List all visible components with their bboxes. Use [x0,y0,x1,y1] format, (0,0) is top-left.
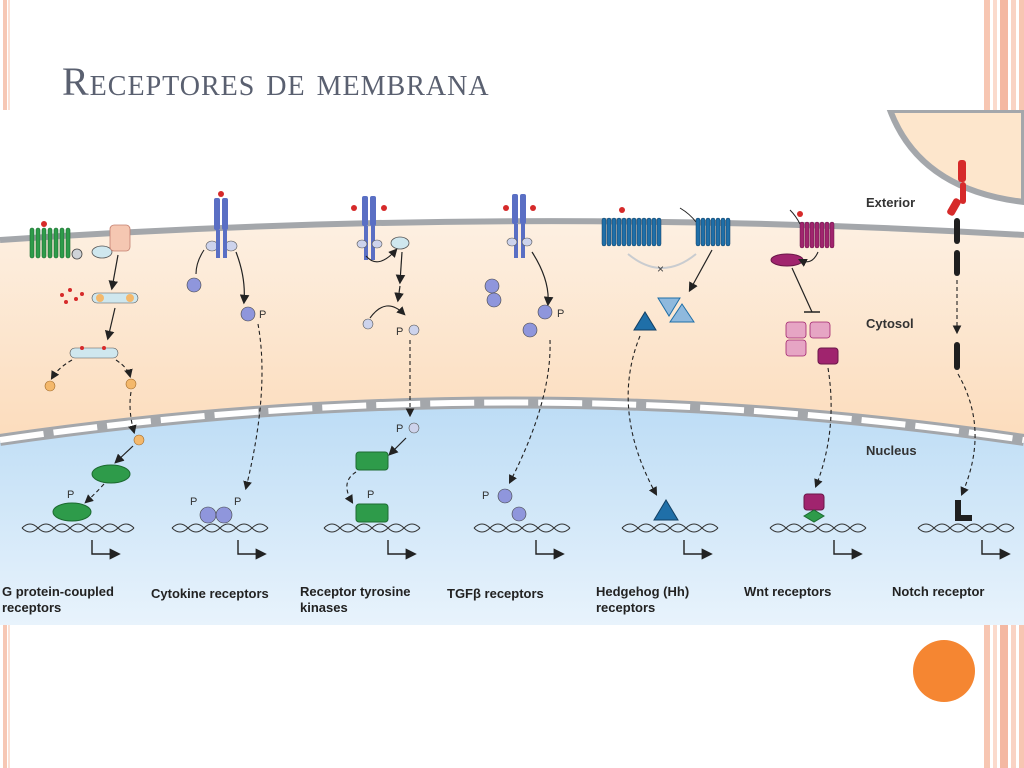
cytosol-region [0,221,1024,440]
pathway-wnt [770,209,839,523]
caption-wnt: Wnt receptors [744,584,831,599]
slide-title: Receptores de membrana [62,59,490,104]
nuclear-envelope-pores [0,399,1024,443]
label-exterior: Exterior [866,195,915,210]
label-cytosol: Cytosol [866,316,914,331]
hedgehog-block-label: × [657,262,664,276]
caption-rtk-line2: kinases [300,600,348,615]
membrane-receptors-diagram: Exterior Cytosol Nucleus P [0,107,1024,625]
accent-circle [913,640,975,702]
caption-notch: Notch receptor [892,584,984,599]
dna-strands [21,523,1015,533]
pathway-gpcr: P [29,221,145,522]
rtk-phospho-label-1: P [396,326,403,338]
rtk-phospho-label-3: P [367,489,374,501]
cytokine-phospho-label-left: P [190,496,197,508]
gpcr-phospho-label: P [67,489,74,501]
caption-gpcr-line1: G protein-coupled [2,584,114,599]
caption-cytokine: Cytokine receptors [151,586,269,601]
caption-hedgehog-line1: Hedgehog (Hh) [596,584,689,599]
cytokine-phospho-label-right: P [234,496,241,508]
tgfb-phospho-label-1: P [557,308,564,320]
tgfb-phospho-label-2: P [482,490,489,502]
caption-rtk-line1: Receptor tyrosine [300,584,411,599]
cytokine-phospho-label: P [259,309,266,321]
transcription-arrows [91,540,1011,560]
pathway-cytokine: P P P [186,191,266,524]
label-nucleus: Nucleus [866,443,917,458]
pathway-hedgehog: × [601,207,731,521]
caption-gpcr-line2: receptors [2,600,61,615]
caption-tgfb: TGFβ receptors [447,586,544,601]
pathway-rtk: P P P [344,196,420,523]
caption-hedgehog-line2: receptors [596,600,655,615]
rtk-phospho-label-2: P [396,423,403,435]
pathway-tgfb: P P [482,194,564,522]
pathway-notch [947,160,976,521]
diagram-canvas: Exterior Cytosol Nucleus P [0,107,1024,625]
